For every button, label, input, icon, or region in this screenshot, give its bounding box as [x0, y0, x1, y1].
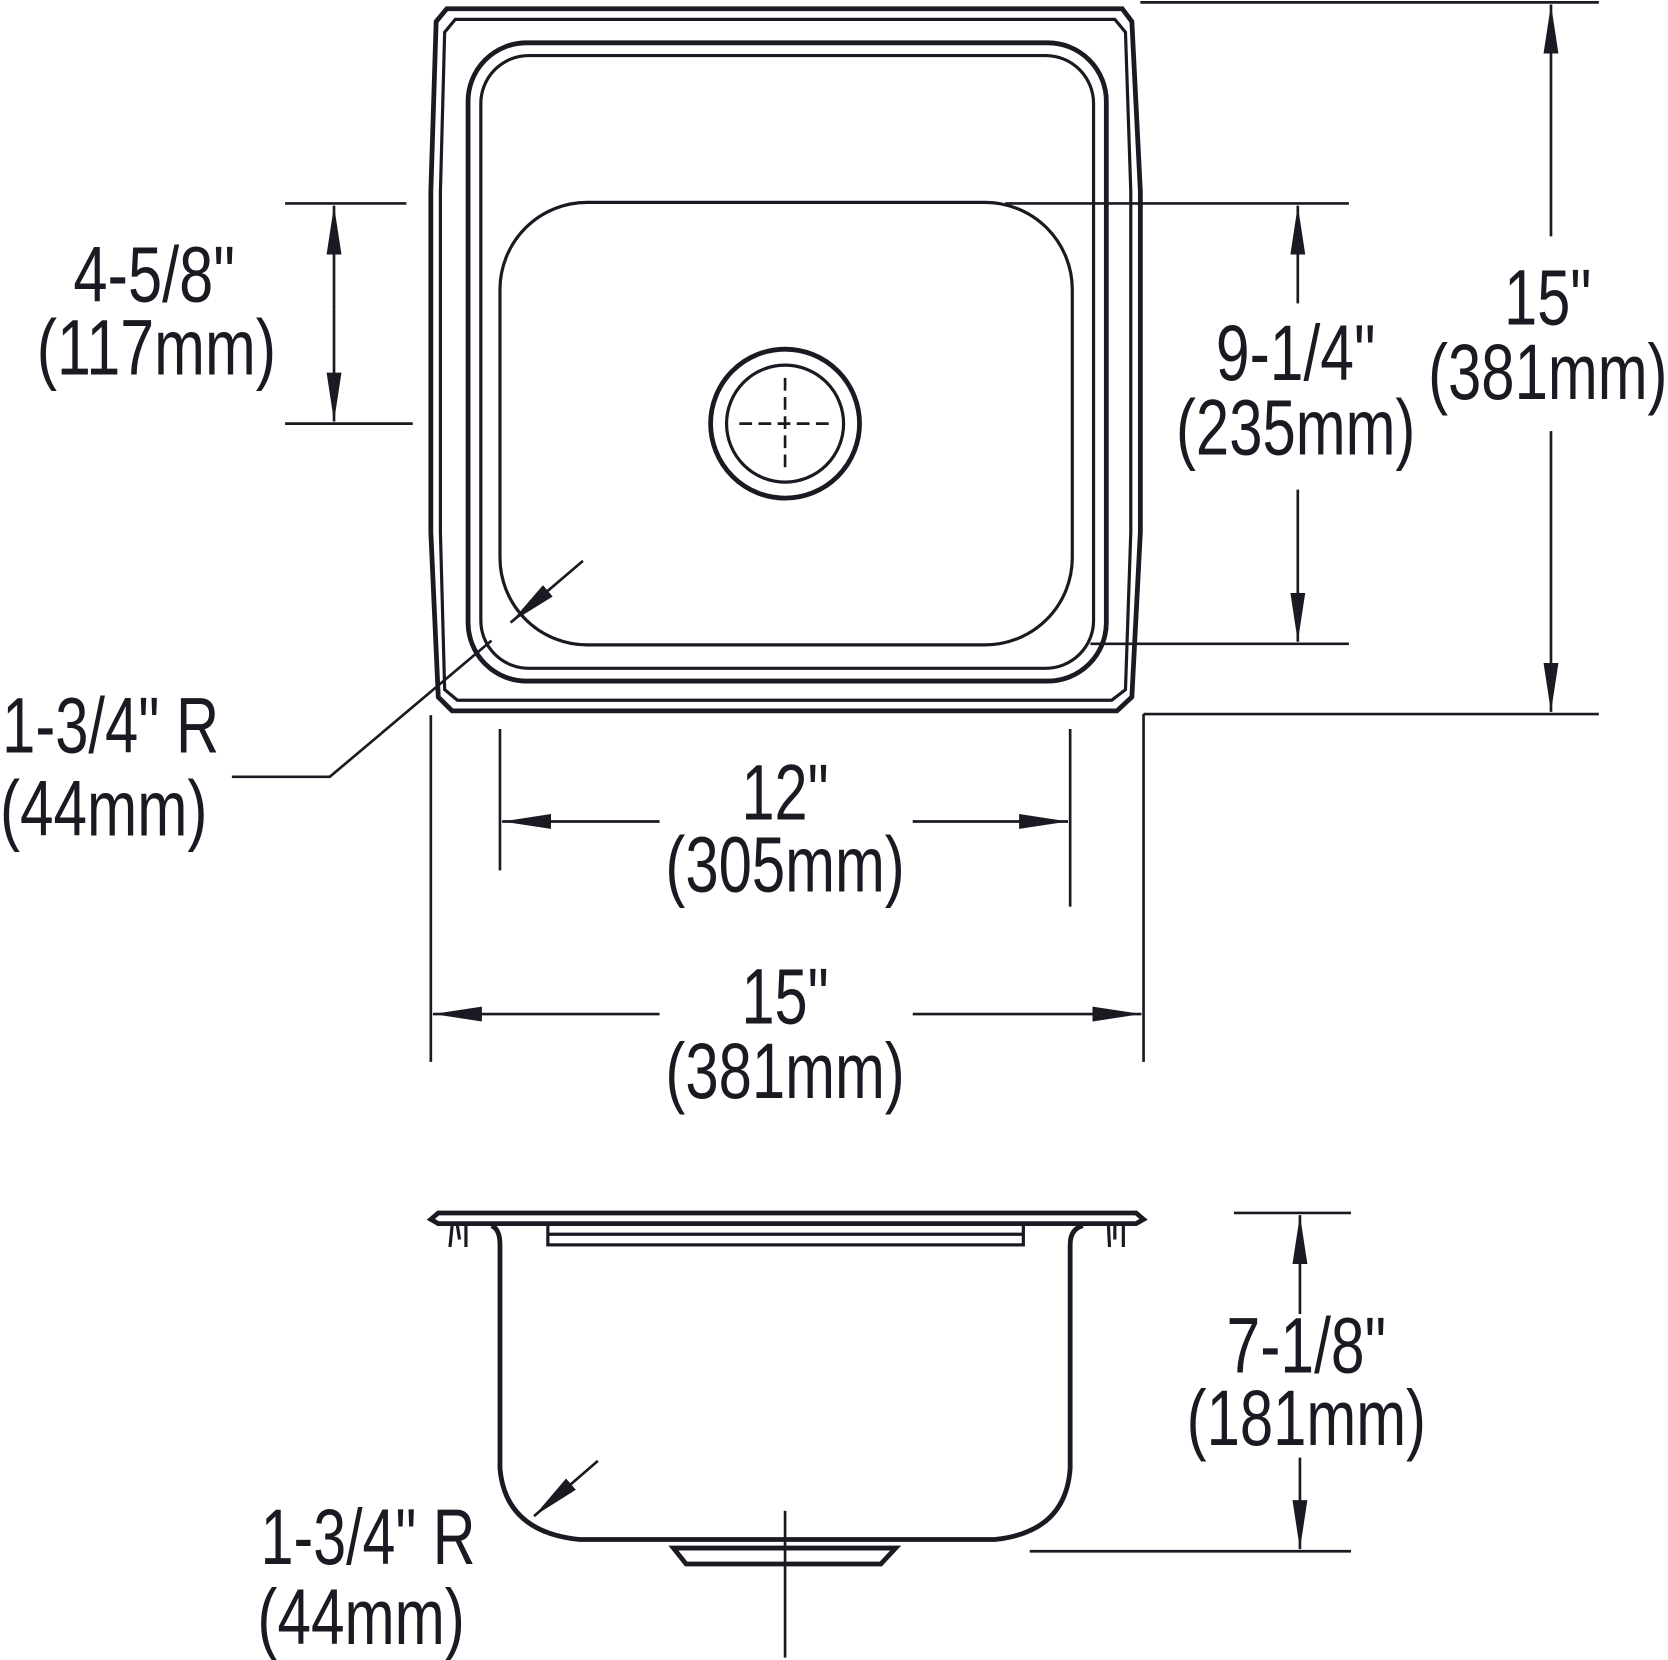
dimension-label-metric: (117mm) — [37, 304, 276, 392]
dimension-label-metric: (44mm) — [0, 764, 207, 852]
dimension-4-5-8: 4-5/8" (117mm) — [37, 202, 413, 425]
sink-top-view — [428, 6, 1143, 714]
bowl-rim-inner — [479, 53, 1096, 670]
dimension-label: 15" — [1504, 254, 1591, 342]
side-flange — [426, 1210, 1148, 1226]
side-bowl — [490, 1223, 1084, 1542]
bowl-rim — [465, 40, 1109, 684]
dimension-label: 15" — [741, 953, 828, 1041]
dimension-7-1-8-depth: 7-1/8" (181mm) — [1029, 1211, 1426, 1553]
dimension-15-depth: 15" (381mm) — [1140, 1, 1667, 716]
side-clip-left — [448, 1225, 468, 1248]
dimension-label: 7-1/8" — [1227, 1302, 1387, 1390]
dimension-label-metric: (235mm) — [1176, 383, 1415, 471]
dimension-corner-radius-top: 1-3/4" R (44mm) — [0, 559, 584, 852]
dimension-9-1-4: 9-1/4" (235mm) — [1005, 202, 1415, 646]
dimension-label: 4-5/8" — [73, 230, 235, 318]
dimension-label-metric: (381mm) — [665, 1027, 904, 1115]
flange-outline — [428, 6, 1143, 714]
dimension-label-metric: (44mm) — [257, 1573, 464, 1660]
dimension-label: 12" — [741, 748, 828, 836]
side-drain — [668, 1545, 902, 1567]
dimension-label-metric: (305mm) — [665, 821, 904, 909]
dimension-label: 9-1/4" — [1216, 309, 1376, 397]
dimension-label: 1-3/4" R — [261, 1493, 476, 1581]
sink-side-view — [426, 1210, 1148, 1658]
dimension-label-metric: (381mm) — [1428, 328, 1667, 416]
bowl-floor — [498, 200, 1074, 647]
dimension-label: 1-3/4" R — [2, 681, 219, 769]
dimension-12-width: 12" (305mm) — [498, 728, 1072, 909]
dimension-label-metric: (181mm) — [1187, 1374, 1426, 1462]
side-clip-right — [1106, 1225, 1125, 1248]
drain — [708, 346, 862, 501]
dimension-corner-radius-side: 1-3/4" R (44mm) — [257, 1459, 599, 1660]
flange-inner-outline — [438, 17, 1133, 702]
dimension-15-width: 15" (381mm) — [429, 714, 1145, 1115]
